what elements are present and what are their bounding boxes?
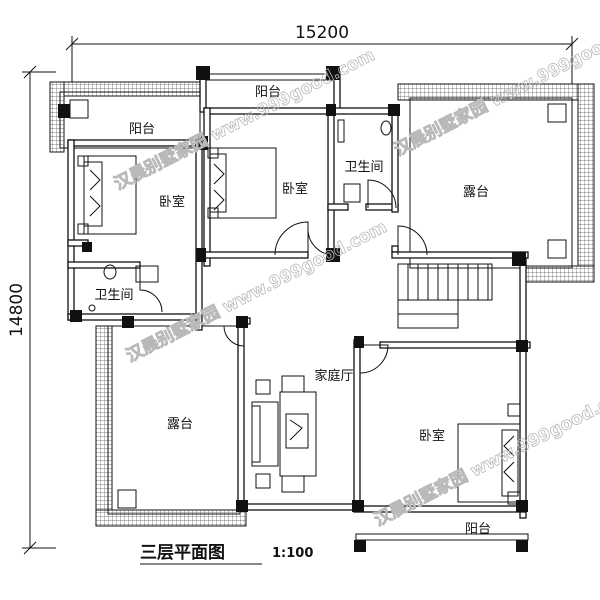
width-dimension: 15200 [295, 23, 349, 43]
parapet-walls [49, 73, 595, 541]
watermark: 汉晨别墅家园 www.999good.com [123, 216, 390, 366]
walls [67, 71, 531, 519]
drawing-title: 三层平面图 [140, 543, 225, 563]
room-label-balcony-bottom: 阳台 [465, 522, 491, 537]
room-label-family-hall: 家庭厅 [314, 368, 353, 384]
dimension-lines [22, 36, 579, 555]
room-label-terrace-right: 露台 [463, 185, 489, 200]
room-label-balcony-top-left: 阳台 [129, 122, 155, 137]
staircase [397, 263, 493, 329]
room-label-terrace-left: 露台 [167, 417, 193, 432]
furniture [69, 99, 567, 509]
room-label-balcony-top: 阳台 [255, 85, 281, 100]
room-label-bedroom-left: 卧室 [159, 194, 185, 210]
room-label-bathroom-top: 卫生间 [344, 160, 383, 175]
columns [58, 66, 528, 552]
room-label-bathroom-left: 卫生间 [94, 288, 133, 303]
height-dimension: 14800 [7, 283, 27, 337]
watermark: 汉晨别墅家园 www.999good.com [111, 44, 378, 194]
drawing-scale: 1:100 [272, 546, 313, 561]
room-label-bedroom-right: 卧室 [419, 428, 445, 444]
room-label-bedroom-middle: 卧室 [282, 181, 308, 197]
